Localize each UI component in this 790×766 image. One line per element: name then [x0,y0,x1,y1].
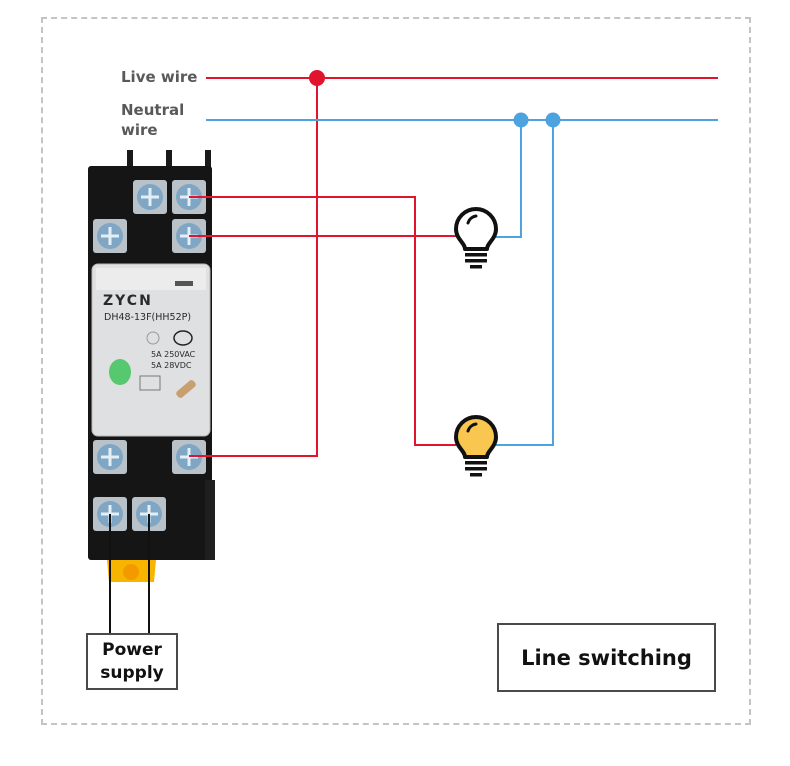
power-supply-label-line1: Power [102,639,162,660]
relay-tag [175,281,193,286]
wires [109,70,718,633]
live-wire-label: Live wire [121,68,198,86]
relay-coil-bracket [139,375,161,391]
lamp-base-ring [465,467,487,471]
socket-pin [166,150,172,170]
neutral-wire-label: Neutral wire [121,100,184,140]
neutral-junction-2 [545,112,561,128]
socket-pin [205,150,211,170]
relay-resistor [176,380,196,398]
lamp-base-ring [465,253,487,257]
lamp-base-ring [465,259,487,263]
neutral-wire-label-line2: wire [121,121,158,139]
lamp-bulb-icon [454,207,498,251]
terminal-bottom-1 [93,440,127,474]
live-junction [309,70,325,86]
lamp-base-ring [465,461,487,465]
diagram-frame [41,17,751,725]
ccc-mark-icon [173,330,193,346]
live-drop-to-relay [189,78,318,457]
terminal-top-1 [133,180,167,214]
relay-rating-dc: 5A 28VDC [151,361,192,370]
relay-case-top [96,268,206,290]
relay-rating-ac: 5A 250VAC [151,350,196,359]
relay: ZYCN DH48-13F(HH52P) 5A 250VAC 5A 28VDC [91,263,211,437]
socket-clip-knob [123,564,139,580]
lamp-base-tip [470,473,482,477]
power-supply-box: Power supply [86,633,178,690]
lamp-1 [454,207,498,269]
socket-side [205,480,215,560]
lamp-glint [466,214,478,225]
relay-to-lamp-2 [189,196,456,446]
lamp-1-to-neutral [496,120,522,238]
socket-pin [127,150,133,170]
relay-model: DH48-13F(HH52P) [104,312,191,323]
neutral-junction-1 [513,112,529,128]
terminal-top-3 [93,219,127,253]
relay-led [109,359,131,385]
lamp-bulb-icon [454,415,498,459]
power-supply-label-line2: supply [100,662,164,683]
lamp-base-tip [470,265,482,269]
relay-brand: ZYCN [103,293,153,309]
lamp-2 [454,415,498,477]
neutral-wire-label-line1: Neutral [121,101,185,119]
relay-indicator [146,331,160,345]
mode-label: Line switching [521,645,692,670]
mode-label-box: Line switching [497,623,716,692]
lamp-glint [466,422,478,433]
lamp-2-to-neutral [496,120,554,446]
